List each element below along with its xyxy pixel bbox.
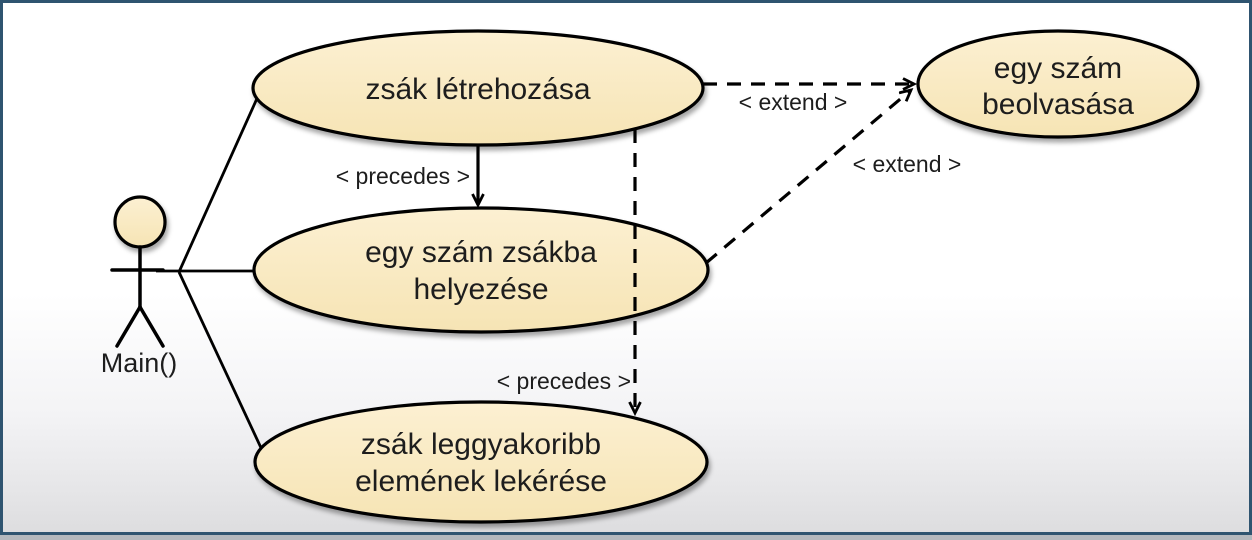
actor-label: Main() bbox=[101, 348, 178, 378]
use-case-label-line1: zsák leggyakoribb bbox=[361, 428, 601, 461]
use-case-label-line1: egy szám zsákba bbox=[365, 236, 597, 269]
actor-associations bbox=[156, 73, 270, 451]
use-case-zsak-letrehozasa: zsák létrehozása bbox=[251, 29, 705, 147]
use-case-ellipse bbox=[252, 206, 710, 334]
use-case-label: zsák létrehozása bbox=[365, 73, 590, 106]
use-case-zsak-leggyakoribb-elemenek-lekerese: zsák leggyakoribb elemének lekérése bbox=[253, 400, 709, 524]
use-case-ellipse bbox=[916, 29, 1200, 139]
use-case-label-line2: beolvasása bbox=[982, 88, 1134, 121]
relation-precedes-solid-label: < precedes > bbox=[336, 163, 470, 189]
relation-precedes-dashed-label: < precedes > bbox=[497, 368, 631, 394]
use-case-nodes: zsák létrehozása egy szám beolvasása egy… bbox=[251, 29, 1200, 524]
relation-extend-top-label: < extend > bbox=[739, 89, 848, 115]
window-bottom-edge bbox=[0, 535, 1252, 540]
use-case-label-line1: egy szám bbox=[994, 52, 1122, 85]
association-main-to-zsak-leggyakoribb bbox=[177, 271, 264, 451]
actor-right-leg bbox=[138, 305, 165, 348]
association-main-to-zsak-letrehozasa bbox=[177, 73, 270, 273]
actor-main: Main() bbox=[101, 195, 178, 378]
use-case-label-line2: elemének lekérése bbox=[355, 465, 607, 498]
use-case-egy-szam-zsakba-helyezese: egy szám zsákba helyezése bbox=[252, 206, 710, 334]
use-case-egy-szam-beolvasasa: egy szám beolvasása bbox=[916, 29, 1200, 139]
relation-extend-diagonal-arrow bbox=[704, 90, 911, 265]
use-case-ellipse bbox=[253, 400, 709, 524]
relation-arrows: < precedes > < precedes > < extend > < e… bbox=[336, 84, 962, 413]
actor-head bbox=[113, 195, 167, 249]
relation-extend-diagonal-label: < extend > bbox=[853, 151, 962, 177]
use-case-label-line2: helyezése bbox=[413, 273, 548, 306]
actor-left-leg bbox=[115, 305, 142, 348]
